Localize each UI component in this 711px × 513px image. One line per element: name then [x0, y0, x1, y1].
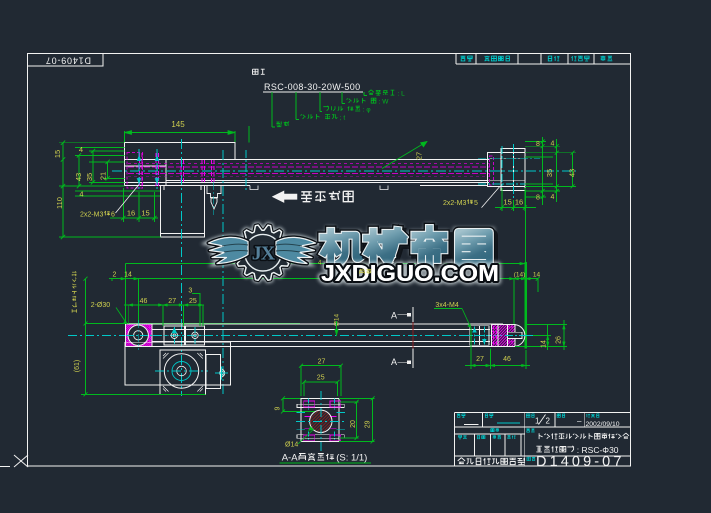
svg-text:Ø14: Ø14 [334, 313, 341, 326]
svg-text:4: 4 [79, 190, 83, 199]
svg-text:2: 2 [546, 417, 551, 426]
svg-text:D1409-07: D1409-07 [536, 454, 625, 470]
svg-text:4: 4 [551, 194, 555, 201]
svg-text:–: – [577, 417, 582, 426]
svg-text:26: 26 [556, 336, 563, 344]
svg-text:2: 2 [113, 272, 117, 279]
svg-text:RSC-008-30-20W-500: RSC-008-30-20W-500 [264, 82, 361, 92]
svg-text:JXDIGUO.COM: JXDIGUO.COM [321, 260, 499, 286]
svg-text:35: 35 [545, 169, 554, 177]
svg-text:14: 14 [533, 272, 541, 279]
svg-text:D1409-07: D1409-07 [45, 56, 91, 66]
svg-text:: L: : L [398, 91, 406, 98]
svg-text:9: 9 [275, 406, 282, 410]
svg-text:46: 46 [140, 298, 148, 305]
svg-text:(61): (61) [74, 360, 81, 372]
svg-text:2002/09/10: 2002/09/10 [586, 421, 620, 428]
svg-text:2x2-M3: 2x2-M3 [443, 200, 466, 207]
svg-text:6: 6 [111, 212, 115, 219]
svg-text:3: 3 [188, 288, 192, 295]
svg-text:A: A [391, 311, 397, 321]
svg-text:35: 35 [85, 173, 94, 181]
svg-text:(14): (14) [514, 272, 526, 279]
svg-text:(S: 1/1): (S: 1/1) [336, 453, 367, 464]
svg-text:14: 14 [124, 272, 132, 279]
svg-text:5: 5 [474, 200, 478, 207]
svg-text:2x2-M3: 2x2-M3 [80, 212, 103, 219]
svg-text:8: 8 [536, 195, 540, 202]
svg-text:46: 46 [503, 356, 511, 363]
svg-text:; t: ; t [340, 115, 346, 122]
svg-text:27: 27 [476, 356, 484, 363]
svg-text:15: 15 [141, 209, 149, 218]
svg-text:A-A: A-A [282, 453, 299, 464]
svg-text:15: 15 [503, 198, 511, 207]
svg-text:: φ: : φ [363, 107, 371, 114]
svg-text:16: 16 [127, 209, 135, 218]
svg-text:JXDIGUO.COM: JXDIGUO.COM [321, 260, 499, 286]
svg-text:A: A [391, 357, 397, 367]
svg-text:14: 14 [541, 340, 548, 348]
svg-text:: W: : W [379, 99, 390, 106]
svg-text:27: 27 [318, 359, 326, 366]
svg-text:27: 27 [415, 152, 424, 160]
svg-text:1: 1 [535, 417, 540, 426]
svg-text:4: 4 [318, 261, 322, 267]
svg-text:27: 27 [168, 298, 176, 305]
svg-text:8: 8 [536, 141, 540, 148]
svg-text:25: 25 [317, 375, 325, 382]
svg-text:JX: JX [252, 243, 276, 265]
svg-text:20: 20 [350, 420, 357, 428]
svg-text:3x4-M4: 3x4-M4 [435, 302, 458, 309]
svg-text:: RSC-Φ30: : RSC-Φ30 [577, 445, 619, 455]
svg-text:43: 43 [74, 173, 83, 181]
svg-text:21: 21 [99, 172, 108, 180]
svg-text:JX: JX [252, 243, 276, 265]
svg-text:2-Ø30: 2-Ø30 [91, 302, 111, 309]
svg-text:16: 16 [515, 198, 523, 207]
svg-text:29: 29 [365, 420, 372, 428]
svg-text:15: 15 [53, 150, 62, 158]
svg-text:110: 110 [55, 197, 64, 209]
svg-text:4: 4 [79, 145, 83, 154]
svg-text:Ø14: Ø14 [285, 442, 298, 449]
svg-text:25: 25 [189, 298, 197, 305]
svg-text:JXDIGUO.COM: JXDIGUO.COM [321, 260, 499, 286]
svg-text:43: 43 [568, 169, 577, 177]
svg-text:4: 4 [551, 141, 555, 148]
svg-text:145: 145 [171, 120, 185, 129]
